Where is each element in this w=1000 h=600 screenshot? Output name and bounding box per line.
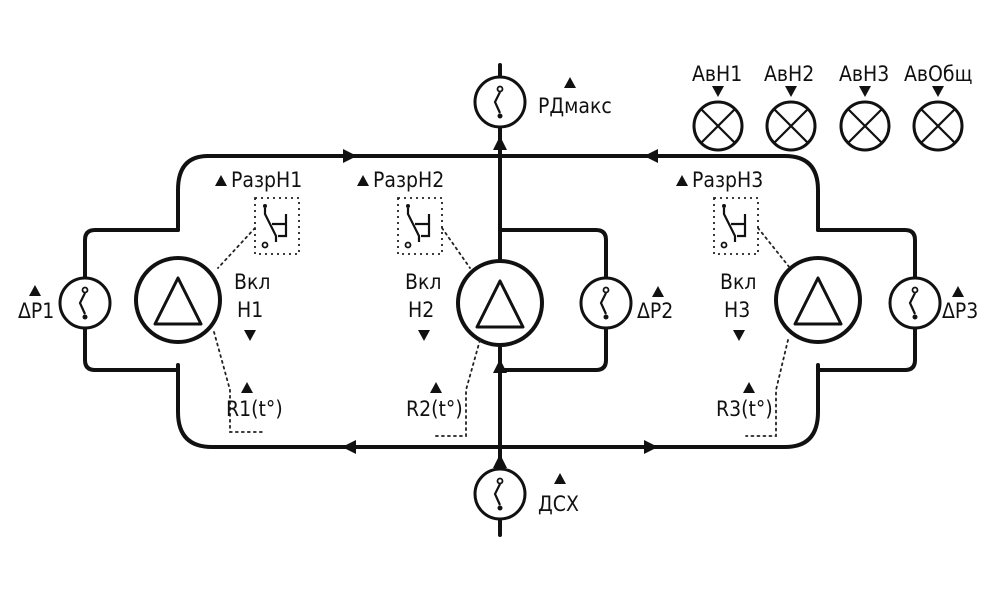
label-vkl-n1: Вкл [234, 270, 270, 294]
pressure-switch-dp2 [579, 276, 633, 330]
label-razr-n2: РазрН2 [373, 168, 444, 192]
signal-line-razr-n3 [757, 227, 791, 269]
input-marker-rd-max [564, 77, 576, 88]
pressure-switch-rd-max [473, 75, 527, 129]
output-marker-av-n3 [859, 86, 871, 97]
flow-arrow-center-up-3 [493, 454, 507, 468]
output-marker-av-n2 [785, 86, 797, 97]
output-marker-vkl-n3 [733, 330, 745, 341]
permission-switch-n3 [713, 197, 759, 255]
output-marker-vkl-n2 [418, 330, 430, 341]
signal-line-razr-n1 [217, 227, 256, 269]
pressure-switch-dp3 [888, 276, 942, 330]
input-marker-razr-n2 [357, 175, 369, 186]
flow-arrow-center-up-2 [493, 359, 507, 373]
output-marker-av-obsch [932, 86, 944, 97]
flow-arrow-bottom-right [644, 440, 658, 454]
label-av-obsch: АвОбщ [904, 62, 972, 86]
alarm-lamp-n3 [839, 100, 891, 152]
pipe-top-header-left-bend [176, 154, 210, 232]
pipe-top-header [206, 154, 820, 232]
input-marker-razr-n1 [215, 175, 227, 186]
label-n2: Н2 [408, 298, 434, 322]
pump-n2 [456, 259, 544, 347]
label-n1: Н1 [237, 298, 263, 322]
label-dp1: ΔР1 [18, 299, 54, 323]
flow-arrow-bottom-left [342, 440, 356, 454]
label-dsx: ДСХ [538, 492, 579, 516]
label-razr-n1: РазрН1 [231, 168, 302, 192]
output-marker-av-n1 [712, 86, 724, 97]
input-marker-dp3 [952, 286, 964, 297]
permission-switch-n1 [254, 197, 300, 255]
signal-line-r1 [213, 331, 263, 433]
label-av-n1: АвН1 [692, 62, 742, 86]
input-marker-r2 [430, 382, 442, 393]
label-av-n2: АвН2 [764, 62, 814, 86]
label-razr-n3: РазрН3 [692, 168, 763, 192]
input-marker-r1 [241, 382, 253, 393]
label-vkl-n2: Вкл [405, 270, 441, 294]
output-marker-vkl-n1 [244, 330, 256, 341]
label-rd-max: РДмакс [538, 94, 612, 118]
alarm-lamp-common [912, 100, 964, 152]
label-r3: R3(t°) [716, 397, 773, 421]
flow-arrow-top-left [343, 149, 357, 163]
flow-arrow-top-right [644, 149, 658, 163]
flow-arrow-center-up-1 [493, 136, 507, 150]
input-marker-r3 [743, 382, 755, 393]
signal-line-razr-n2 [441, 227, 471, 269]
label-r1: R1(t°) [226, 397, 283, 421]
alarm-lamp-n2 [765, 100, 817, 152]
pump-n1 [134, 256, 222, 344]
pressure-switch-dp1 [58, 276, 112, 330]
pressure-switch-dsx [473, 467, 527, 521]
label-r2: R2(t°) [406, 397, 463, 421]
label-dp3: ΔР3 [942, 299, 978, 323]
signal-line-r3 [745, 339, 789, 437]
label-av-n3: АвН3 [839, 62, 889, 86]
input-marker-dsx [554, 473, 566, 484]
input-marker-dp1 [29, 285, 41, 296]
permission-switch-n2 [397, 197, 443, 255]
label-vkl-n3: Вкл [720, 270, 756, 294]
signal-line-r2 [431, 339, 481, 437]
pump-n3 [774, 256, 862, 344]
alarm-lamp-n1 [692, 100, 744, 152]
input-marker-razr-n3 [676, 175, 688, 186]
label-n3: Н3 [724, 298, 750, 322]
label-dp2: ΔР2 [637, 299, 673, 323]
input-marker-dp2 [652, 286, 664, 297]
